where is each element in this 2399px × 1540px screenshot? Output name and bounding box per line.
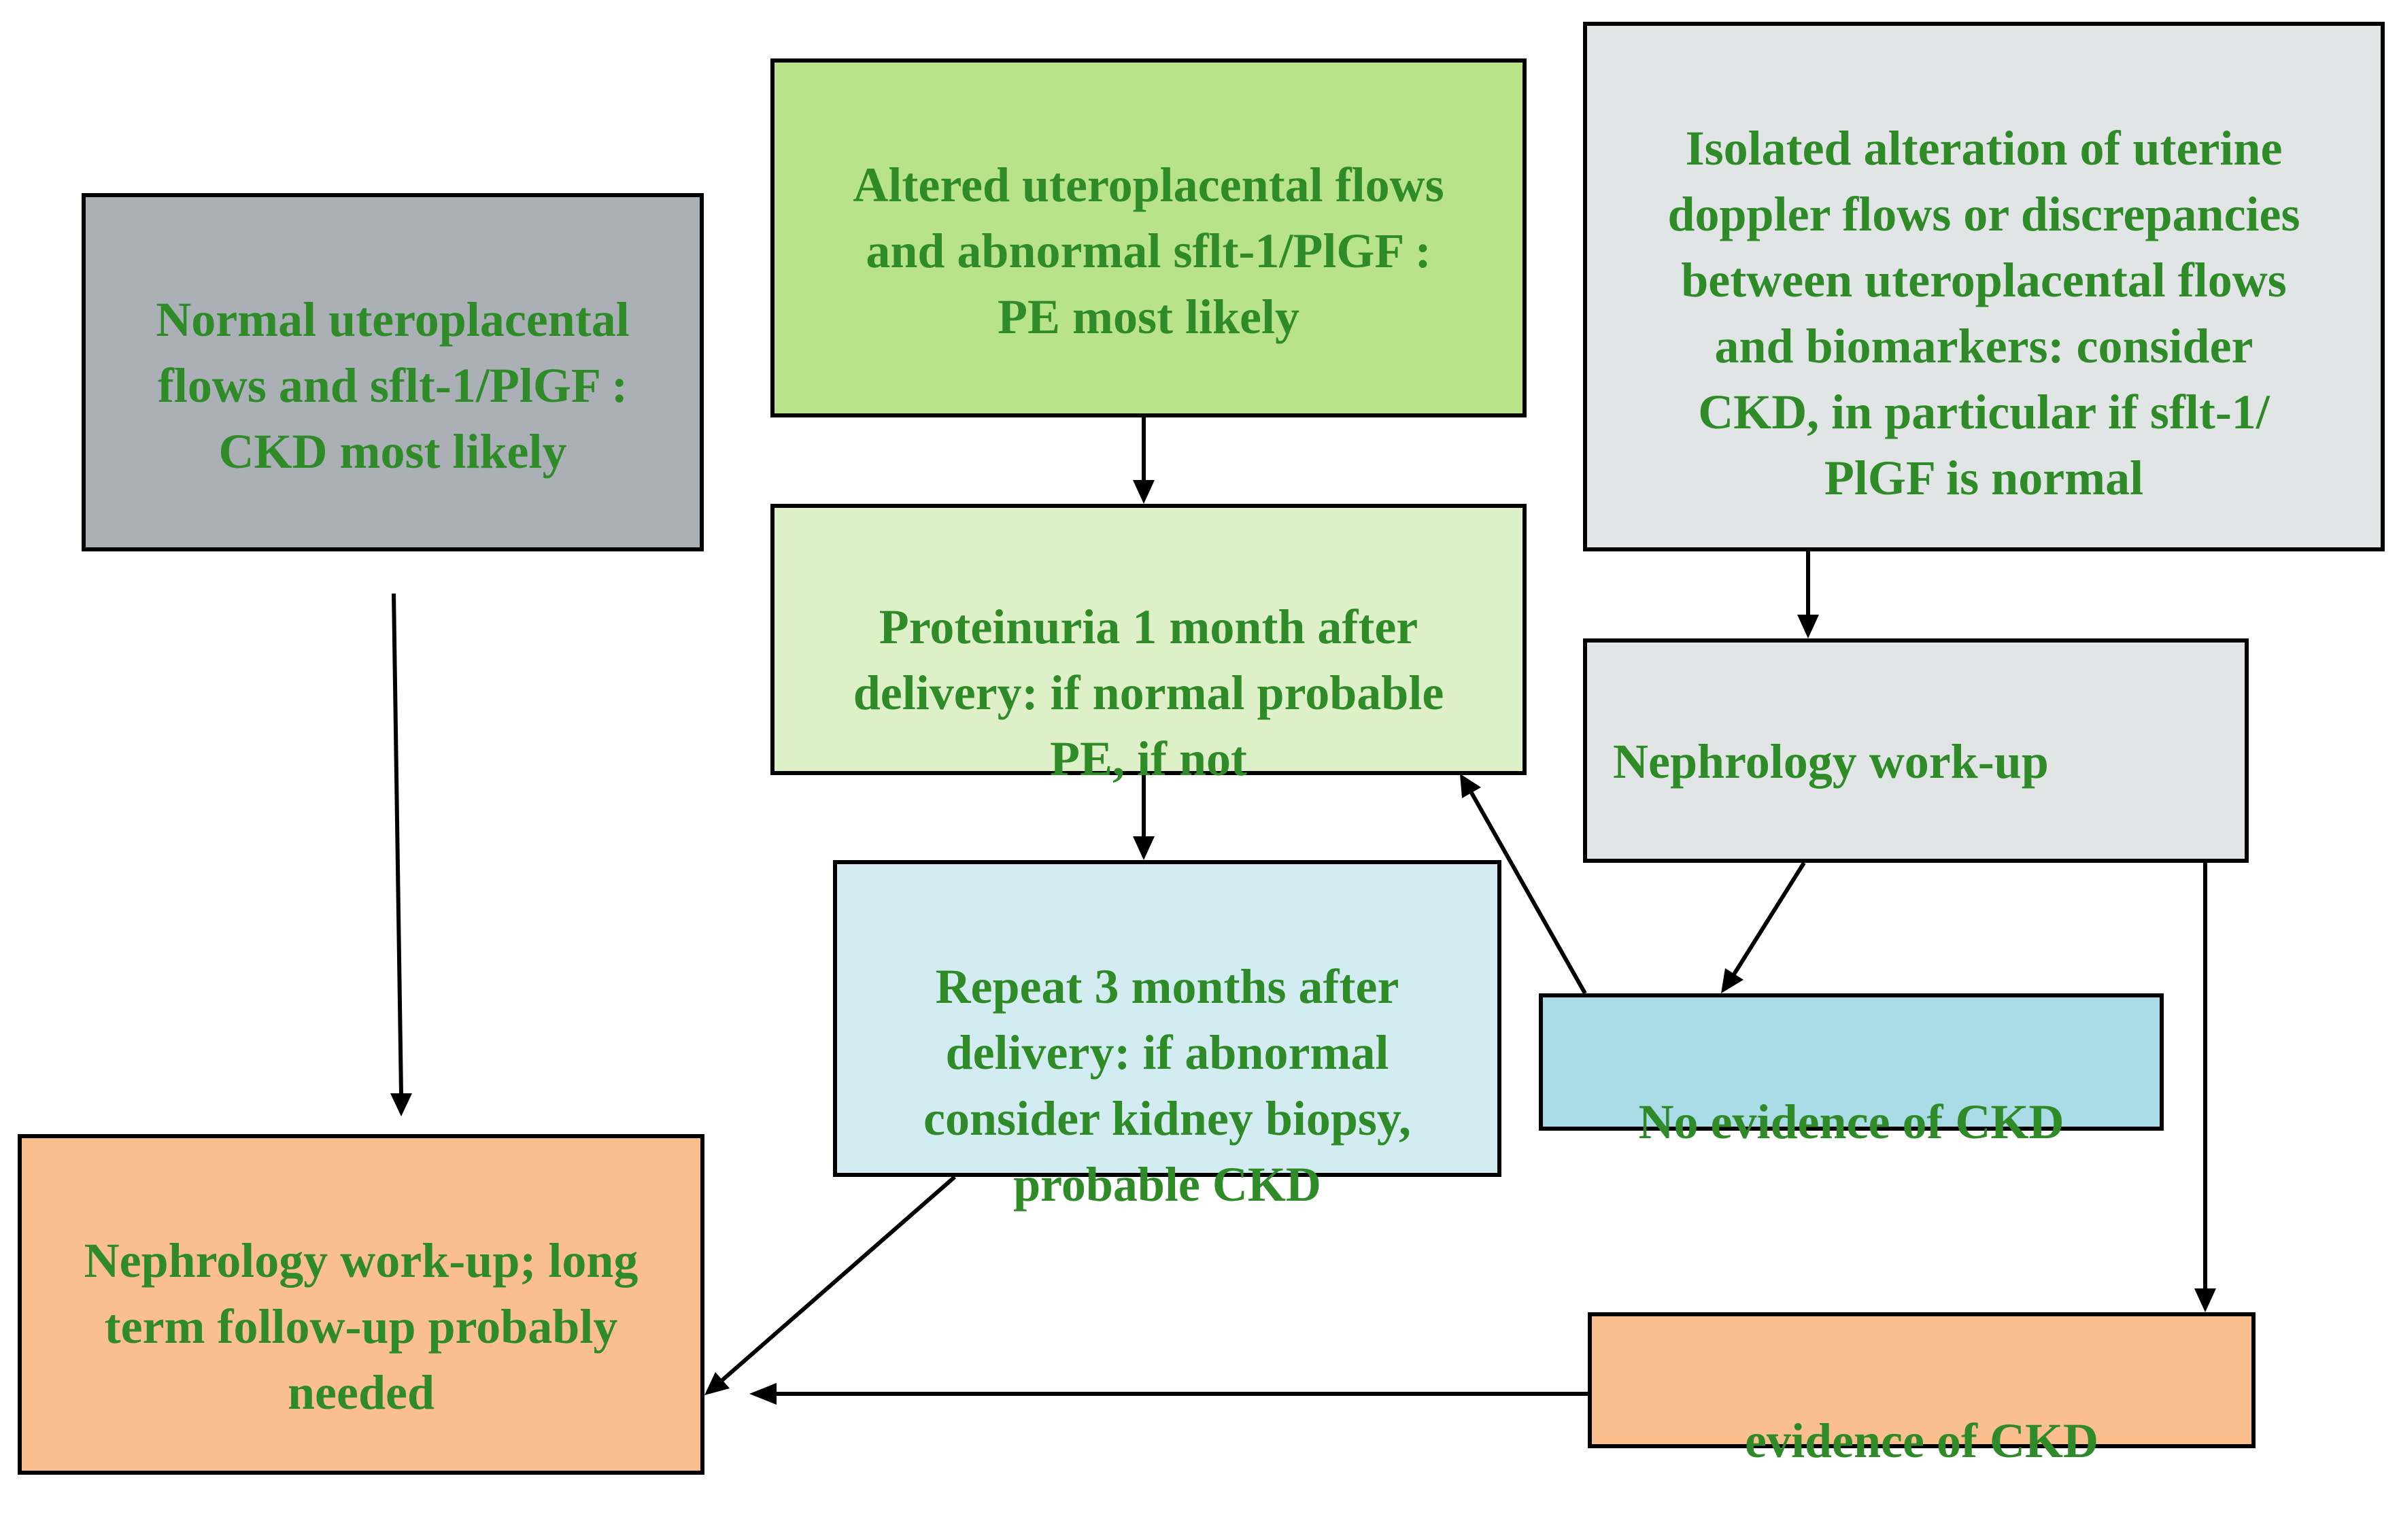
box-nephrology-workup: Nephrology work-up — [1583, 638, 2249, 863]
box-no-evidence-ckd: No evidence of CKD — [1539, 993, 2164, 1149]
box-evidence-text: evidence of CKD — [1745, 1414, 2098, 1468]
box-longterm-followup: Nephrology work-up; long term follow-up … — [18, 1134, 704, 1475]
box-repeat-3-months: Repeat 3 months after delivery: if abnor… — [833, 860, 1501, 1212]
box-workup-text: Nephrology work-up — [1613, 734, 2049, 789]
box-longterm-text: Nephrology work-up; long term follow-up … — [84, 1233, 639, 1420]
box-isolated-alteration: Isolated alteration of uterine doppler f… — [1583, 22, 2385, 551]
box-evidence-ckd: evidence of CKD — [1588, 1312, 2256, 1468]
arrow-workup-to-no-evidence — [1721, 861, 1806, 993]
box-proteinuria-1-month: Proteinuria 1 month after delivery: if n… — [770, 504, 1527, 786]
box-altered-text: Altered uteroplacental flows and abnorma… — [853, 158, 1444, 344]
arrow-normal-to-longterm — [390, 593, 412, 1116]
box-repeat-text: Repeat 3 months after delivery: if abnor… — [923, 959, 1411, 1212]
arrow-evidence-to-longterm — [749, 1383, 1588, 1405]
arrow-altered-to-proteinuria — [1133, 417, 1155, 504]
box-proteinuria-text: Proteinuria 1 month after delivery: if n… — [853, 600, 1444, 786]
box-altered-flows-pe-likely: Altered uteroplacental flows and abnorma… — [770, 58, 1527, 417]
box-normal-flows-ckd-likely: Normal uteroplacental flows and sflt-1/P… — [82, 193, 704, 551]
box-no-evidence-text: No evidence of CKD — [1638, 1095, 2064, 1149]
box-normal-text: Normal uteroplacental flows and sflt-1/P… — [156, 292, 630, 479]
box-isolated-text: Isolated alteration of uterine doppler f… — [1667, 121, 2300, 505]
arrow-workup-to-evidence — [2194, 863, 2216, 1312]
